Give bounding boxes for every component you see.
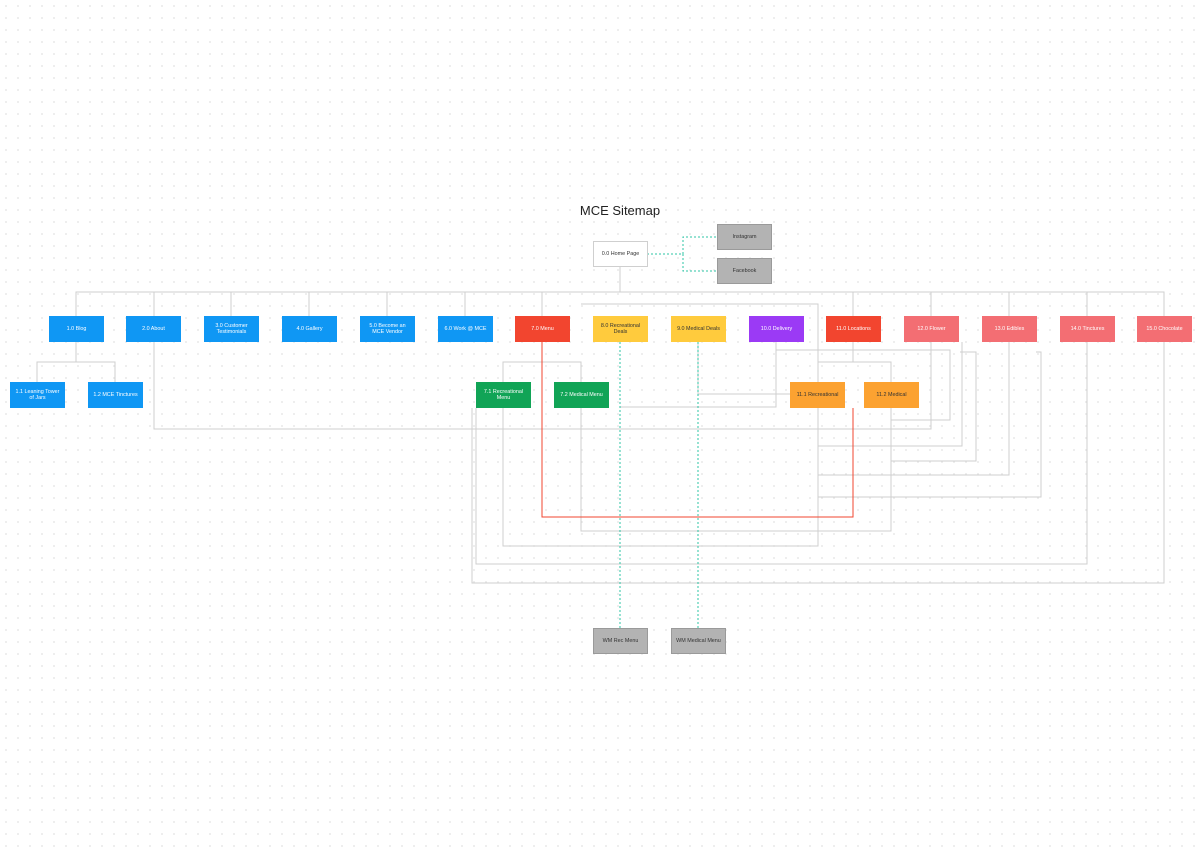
node-locations-medical[interactable]: 11.2 Medical xyxy=(864,382,919,408)
node-recreational-menu[interactable]: 7.1 Recreational Menu xyxy=(476,382,531,408)
diagram-title: MCE Sitemap xyxy=(579,203,661,218)
node-blog[interactable]: 1.0 Blog xyxy=(49,316,104,342)
main-bus-connectors xyxy=(36,267,1165,584)
node-tinctures[interactable]: 14.0 Tinctures xyxy=(1060,316,1115,342)
node-locations-recreational[interactable]: 11.1 Recreational xyxy=(790,382,845,408)
node-edibles[interactable]: 13.0 Edibles xyxy=(982,316,1037,342)
node-wm-rec-menu[interactable]: WM Rec Menu xyxy=(593,628,648,654)
node-recreational-deals[interactable]: 8.0 Recreational Deals xyxy=(593,316,648,342)
node-become-vendor[interactable]: 5.0 Become an MCE Vendor xyxy=(360,316,415,342)
node-locations[interactable]: 11.0 Locations xyxy=(826,316,881,342)
node-medical-deals[interactable]: 9.0 Medical Deals xyxy=(671,316,726,342)
red-connector xyxy=(541,342,854,518)
node-instagram[interactable]: Instagram xyxy=(717,224,772,250)
node-menu[interactable]: 7.0 Menu xyxy=(515,316,570,342)
node-flower[interactable]: 12.0 Flower xyxy=(904,316,959,342)
node-facebook[interactable]: Facebook xyxy=(717,258,772,284)
teal-connectors xyxy=(619,236,717,628)
node-wm-medical-menu[interactable]: WM Medical Menu xyxy=(671,628,726,654)
node-gallery[interactable]: 4.0 Gallery xyxy=(282,316,337,342)
node-delivery[interactable]: 10.0 Delivery xyxy=(749,316,804,342)
node-mce-tinctures[interactable]: 1.2 MCE Tinctures xyxy=(88,382,143,408)
node-work-at-mce[interactable]: 6.0 Work @ MCE xyxy=(438,316,493,342)
node-leaning-tower-of-jars[interactable]: 1.1 Leaning Tower of Jars xyxy=(10,382,65,408)
node-customer-testimonials[interactable]: 3.0 Customer Testimonials xyxy=(204,316,259,342)
node-medical-menu[interactable]: 7.2 Medical Menu xyxy=(554,382,609,408)
node-about[interactable]: 2.0 About xyxy=(126,316,181,342)
node-chocolate[interactable]: 15.0 Chocolate xyxy=(1137,316,1192,342)
node-home-page[interactable]: 0.0 Home Page xyxy=(593,241,648,267)
